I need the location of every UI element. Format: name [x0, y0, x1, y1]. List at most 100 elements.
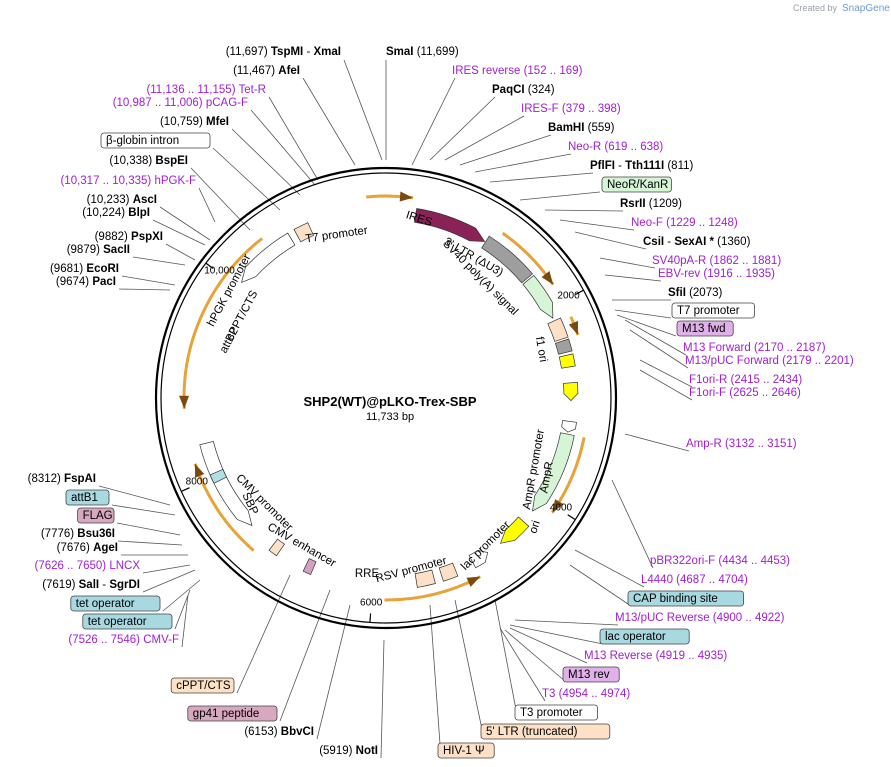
feature-box-label[interactable] [170, 677, 235, 694]
annotation-label[interactable]: (7776) Bsu36I [41, 528, 115, 540]
annotation-label[interactable]: (10,759) MfeI [160, 116, 229, 128]
ruler-tick [575, 289, 584, 296]
annotation-label[interactable]: M13 Forward (2170 .. 2187) [683, 342, 826, 354]
annotation-label[interactable]: M13/pUC Reverse (4900 .. 4922) [615, 612, 785, 624]
feature-f1-ori[interactable] [558, 353, 576, 369]
feature-3-ltr-u3-[interactable] [547, 317, 569, 342]
annotation-label[interactable]: T3 (4954 .. 4974) [542, 688, 630, 700]
feature-lac-promoter[interactable] [499, 516, 530, 544]
annotation-label[interactable]: BamHI (559) [548, 122, 615, 134]
annotation-label[interactable]: (9674) PacI [56, 276, 116, 288]
feature-box-text: gp41 peptide [193, 708, 260, 720]
feature-box-label[interactable] [599, 628, 690, 645]
feature-box-label[interactable] [671, 302, 755, 319]
annotation-label[interactable]: (11,136 .. 11,155) Tet-R [146, 84, 266, 96]
feature-ori[interactable] [532, 432, 575, 512]
ruler-tick [205, 262, 214, 270]
annotation-label[interactable]: F1ori-R (2415 .. 2434) [689, 374, 802, 386]
feature-cmv-enhancer[interactable] [414, 569, 436, 588]
feature-box-label[interactable] [601, 176, 672, 193]
leader-line [629, 329, 689, 369]
feature-attb2[interactable] [241, 232, 296, 283]
annotation-label[interactable]: SmaI (11,699) [386, 46, 459, 58]
annotation-label[interactable]: IRES reverse (152 .. 169) [452, 65, 583, 77]
backbone-inner [160, 172, 612, 624]
annotation-label[interactable]: SfiI (2073) [668, 287, 722, 299]
annotation-label[interactable]: IRES-F (379 .. 398) [521, 103, 621, 115]
annotation-label[interactable]: (10,987 .. 11,006) pCAG-F [113, 97, 248, 109]
feature-box-label[interactable] [627, 590, 744, 607]
feature-ampr-promoter[interactable] [563, 381, 579, 402]
annotation-label[interactable]: (10,317 .. 10,335) hPGK-F [60, 175, 196, 187]
feature-box-label[interactable] [562, 666, 620, 683]
annotation-label[interactable]: (11,467) AfeI [233, 65, 300, 77]
annotation-label[interactable]: (8312) FspAI [28, 473, 96, 485]
annotation-label[interactable]: RsrII (1209) [620, 198, 682, 210]
feature-box-label[interactable] [437, 742, 495, 759]
feature-box-label[interactable] [82, 613, 173, 630]
annotation-label[interactable]: SV40pA-R (1862 .. 1881) [652, 255, 781, 267]
leader-line [514, 619, 619, 626]
feature-sbp[interactable] [268, 538, 285, 557]
leader-line [614, 309, 672, 319]
feature-tetr[interactable] [414, 208, 486, 242]
leader-line [616, 314, 677, 337]
annotation-label[interactable]: (11,697) TspMI - XmaI [226, 46, 341, 58]
feature-box-label[interactable] [514, 704, 598, 721]
feature-hpgk-promoter[interactable] [199, 440, 253, 527]
annotation-label[interactable]: (10,224) BlpI [82, 207, 150, 219]
feature-box-label[interactable] [65, 489, 110, 506]
annotation-label[interactable]: CsiI - SexAI * (1360) [643, 236, 751, 248]
annotation-label[interactable]: M13/pUC Forward (2179 .. 2201) [685, 355, 854, 367]
leader-line [509, 627, 588, 664]
leader-line [519, 191, 601, 201]
leader-line [142, 569, 196, 593]
annotation-label[interactable]: M13 Reverse (4919 .. 4935) [584, 650, 727, 662]
feature-rre[interactable] [438, 562, 459, 582]
feature-sv40-poly-a-signal[interactable] [554, 338, 573, 355]
annotation-label[interactable]: PflFI - Tth111I (811) [590, 160, 694, 172]
annotation-label[interactable]: Amp-R (3132 .. 3151) [686, 438, 797, 450]
feature-ampr[interactable] [561, 420, 577, 433]
feature-cppt-cts[interactable] [209, 468, 228, 484]
annotation-label[interactable]: (6153) BbvCI [244, 726, 314, 738]
leader-line [279, 589, 331, 722]
feature-label: T7 promoter [305, 225, 369, 246]
annotation-label[interactable]: (10,338) BspEI [109, 155, 188, 167]
feature-box-label[interactable] [70, 595, 161, 612]
feature-box-label[interactable] [187, 705, 278, 722]
feature-cmv-promoter[interactable] [302, 558, 317, 576]
annotation-label[interactable]: (7676) AgeI [57, 542, 118, 554]
annotation-label[interactable]: (7526 .. 7546) CMV-F [68, 634, 179, 646]
feature-t7-promoter[interactable] [293, 222, 314, 243]
annotation-label[interactable]: (7626 .. 7650) LNCX [35, 560, 141, 572]
orf-arrowhead [466, 576, 481, 587]
feature-box-text: tet operator [88, 616, 147, 628]
annotation-label[interactable]: Neo-F (1229 .. 1248) [631, 217, 738, 229]
feature-box-label[interactable] [480, 723, 611, 740]
feature-ires[interactable] [481, 235, 533, 284]
orf-arrowhead [541, 271, 554, 285]
annotation-label[interactable]: (7619) SalI - SgrDI [42, 579, 140, 591]
snapgene-logo: SnapGene [842, 3, 890, 14]
leader-line [429, 604, 442, 759]
annotation-label[interactable]: (5919) NotI [319, 745, 378, 757]
feature-rsv-promoter[interactable] [468, 549, 489, 569]
annotation-label[interactable]: (10,233) AscI [87, 194, 157, 206]
annotation-label[interactable]: pBR322ori-F (4434 .. 4453) [650, 555, 790, 567]
feature-box-label[interactable] [100, 132, 211, 149]
annotation-label[interactable]: Neo-R (619 .. 638) [568, 141, 663, 153]
annotation-label[interactable]: EBV-rev (1916 .. 1935) [658, 268, 775, 280]
annotation-label[interactable]: (9882) PspXI [95, 231, 163, 243]
feature-neor-kanr[interactable] [522, 274, 554, 319]
leader-line [544, 209, 624, 212]
feature-box-label[interactable] [676, 320, 734, 337]
annotation-label[interactable]: PaqCI (324) [492, 84, 555, 96]
annotation-label[interactable]: (9879) SacII [67, 244, 130, 256]
annotation-label[interactable]: L4440 (4687 .. 4704) [641, 574, 748, 586]
feature-box-label[interactable] [77, 507, 115, 524]
annotation-label[interactable]: F1ori-F (2625 .. 2646) [689, 387, 801, 399]
leader-line [624, 433, 690, 452]
annotation-label[interactable]: (9681) EcoRI [50, 263, 119, 275]
feature-label: TetR [337, 212, 362, 227]
